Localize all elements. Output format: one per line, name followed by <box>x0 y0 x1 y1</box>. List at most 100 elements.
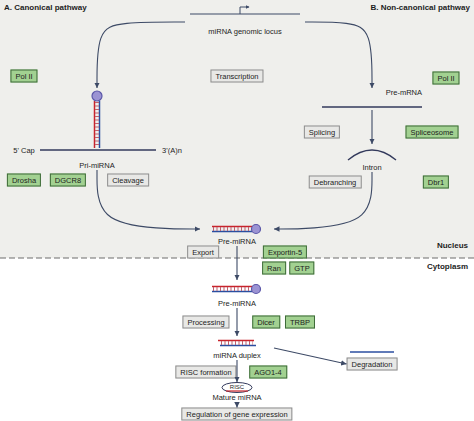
base-pairs <box>95 102 99 147</box>
node-text: Pol II <box>15 72 32 81</box>
node-text: RISC <box>230 382 244 393</box>
node-text: Degradation <box>352 360 393 369</box>
node-text: Exportin-5 <box>268 248 302 257</box>
node-text: Export <box>192 248 214 257</box>
base-pairs <box>213 287 251 291</box>
gene-line <box>190 13 300 14</box>
factor-box: Dicer <box>252 316 280 329</box>
node-text: GTP <box>294 264 309 273</box>
hairpin-loop <box>252 285 261 294</box>
flow-arrow <box>236 308 237 336</box>
node-text: Cleavage <box>112 176 144 185</box>
process-box: Regulation of gene expression <box>181 408 292 421</box>
flow-arrow <box>236 403 237 408</box>
node-text: Mature miRNA <box>212 393 261 402</box>
rna-strand <box>212 286 252 288</box>
base-pairs <box>221 341 253 345</box>
node-text: Processing <box>187 318 224 327</box>
rna-strand <box>40 149 156 150</box>
node-text: Debranching <box>314 178 357 187</box>
compartment-label: Cytoplasm <box>427 262 468 271</box>
node-text: miRNA duplex <box>213 351 261 360</box>
degraded-strand <box>350 351 394 353</box>
node-text: Splicing <box>309 128 335 137</box>
pre-mrna-strand <box>322 106 422 108</box>
promoter-arrow <box>240 7 249 14</box>
node-text: Pol II <box>437 74 454 83</box>
pathway-title: A. Canonical pathway <box>4 3 87 12</box>
process-box: Transcription <box>210 70 263 83</box>
flow-arrow <box>371 110 372 144</box>
node-text: Intron <box>362 163 381 172</box>
factor-box: Ran <box>262 262 286 275</box>
factor-box: AGO1-4 <box>249 366 287 379</box>
base-pairs <box>213 227 251 231</box>
node-text: RISC formation <box>180 368 231 377</box>
mirna-strand <box>226 390 248 391</box>
rna-strand <box>212 291 252 293</box>
pathway-title: B. Non-canonical pathway <box>370 3 470 12</box>
stage-label: miRNA genomic locus <box>185 8 305 36</box>
end-label: 3'(A)n <box>162 146 182 155</box>
node-text: Pre-miRNA <box>218 237 256 246</box>
stage-label: Pri-miRNA <box>62 88 132 170</box>
stage-label: Intron <box>342 144 402 172</box>
node-text: Pre-miRNA <box>218 299 256 308</box>
nucleus-area <box>0 0 474 258</box>
risc-complex: RISCMature miRNA <box>197 382 277 403</box>
stage-label: Pre-miRNA <box>200 212 274 246</box>
node-text: Pre-mRNA <box>386 88 422 97</box>
hairpin-loop <box>252 225 261 234</box>
process-box: Cleavage <box>107 174 149 187</box>
node-text: Transcription <box>215 72 258 81</box>
risc-ellipse <box>222 383 252 393</box>
process-box: Splicing <box>304 126 340 139</box>
factor-box: Exportin-5 <box>263 246 307 259</box>
end-label: 5' Cap <box>13 146 34 155</box>
node-text: Pri-miRNA <box>79 161 114 170</box>
process-box: Degradation <box>347 358 398 371</box>
process-box: RISC formation <box>175 366 236 379</box>
node-text: DGCR8 <box>55 176 81 185</box>
hairpin-loop <box>92 91 102 101</box>
flow-arrow <box>236 246 237 280</box>
stage-label: Pre-miRNA <box>200 280 274 308</box>
flow-arrow <box>97 22 185 88</box>
nuclear-membrane <box>0 258 474 259</box>
node-text: AGO1-4 <box>254 368 282 377</box>
factor-box: Pol II <box>432 72 459 85</box>
factor-box: Pol II <box>10 70 37 83</box>
process-box: Debranching <box>309 176 362 189</box>
node-text: Ran <box>267 264 281 273</box>
stage-label: miRNA duplex <box>200 336 274 360</box>
factor-box: Spliceosome <box>406 126 459 139</box>
stage-label: Pre-mRNA <box>322 88 422 110</box>
node-text: miRNA genomic locus <box>208 27 281 36</box>
node-text: Regulation of gene expression <box>186 410 287 419</box>
flow-arrow <box>274 172 372 229</box>
rna-strand <box>212 226 252 228</box>
node-text: Dicer <box>257 318 275 327</box>
flow-arrow <box>236 360 237 382</box>
node-text: Dbr1 <box>428 178 444 187</box>
factor-box: Drosha <box>7 174 41 187</box>
flow-arrow <box>274 348 347 364</box>
intron-lariat <box>348 150 396 160</box>
factor-box: TRBP <box>285 316 315 329</box>
compartment-label: Nucleus <box>437 241 468 250</box>
process-box: Export <box>187 246 219 259</box>
process-box: Processing <box>182 316 229 329</box>
flow-arrow <box>97 170 200 229</box>
factor-box: GTP <box>289 262 314 275</box>
node-text: Drosha <box>12 176 36 185</box>
factor-box: Dbr1 <box>423 176 449 189</box>
flow-arrow <box>305 22 372 88</box>
rna-strand <box>212 231 252 233</box>
node-text: TRBP <box>290 318 310 327</box>
node-text: Spliceosome <box>411 128 454 137</box>
factor-box: DGCR8 <box>50 174 86 187</box>
